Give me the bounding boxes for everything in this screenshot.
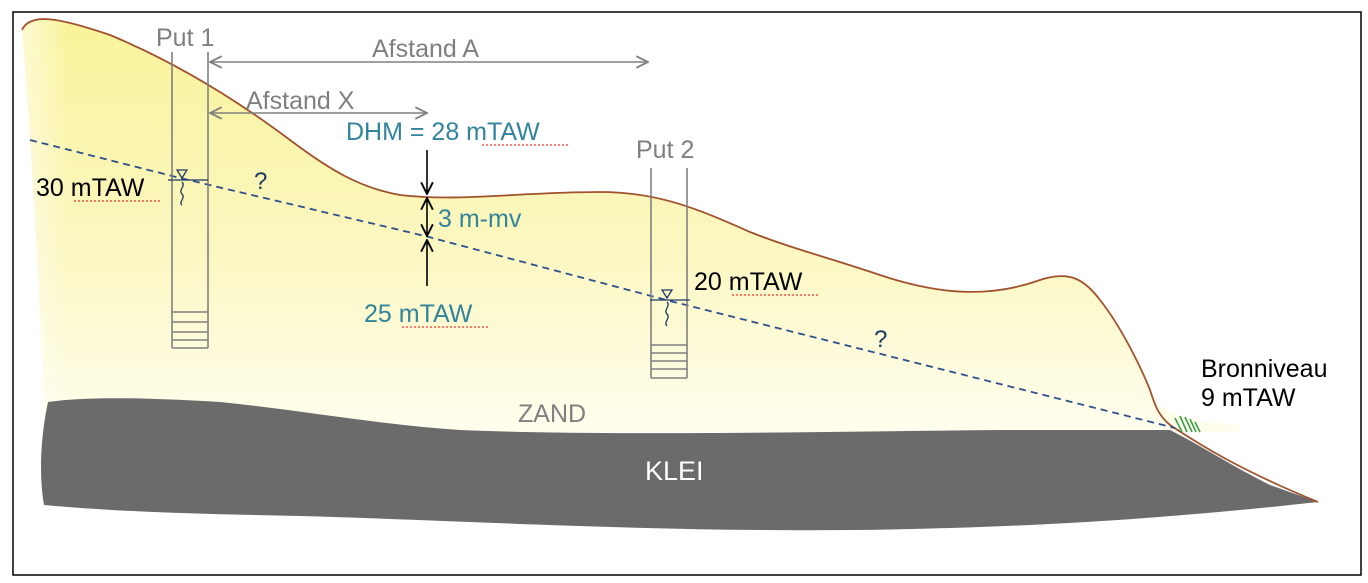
water-level-symbol-well-1 [168, 169, 208, 206]
dhm-label: DHM = 28 mTAW [346, 118, 540, 146]
bronniveau-level-label: 9 mTAW [1201, 384, 1296, 412]
zand-label: ZAND [518, 400, 586, 428]
put-2-label: Put 2 [636, 136, 694, 164]
bronniveau-label: Bronniveau [1201, 355, 1327, 383]
groundwater-table-line [29, 139, 1176, 429]
clay-layer [41, 398, 1318, 531]
water-level-symbol-well-2 [650, 289, 690, 327]
depth-label: 3 m-mv [438, 205, 522, 233]
klei-label: KLEI [645, 456, 704, 486]
well-2 [650, 168, 688, 379]
level-30-label: 30 mTAW [36, 174, 145, 202]
question-mark-2: ? [874, 326, 887, 353]
sand-fade [22, 19, 600, 432]
afstand-a-label: Afstand A [372, 35, 479, 63]
afstand-x-label: Afstand X [246, 87, 355, 115]
question-mark-1: ? [254, 168, 267, 195]
put-1-label: Put 1 [156, 24, 214, 52]
well-1 [171, 52, 209, 349]
level-20-label: 20 mTAW [694, 268, 803, 296]
spring-grass-icon [1174, 415, 1201, 433]
level-25-label: 25 mTAW [364, 300, 473, 328]
